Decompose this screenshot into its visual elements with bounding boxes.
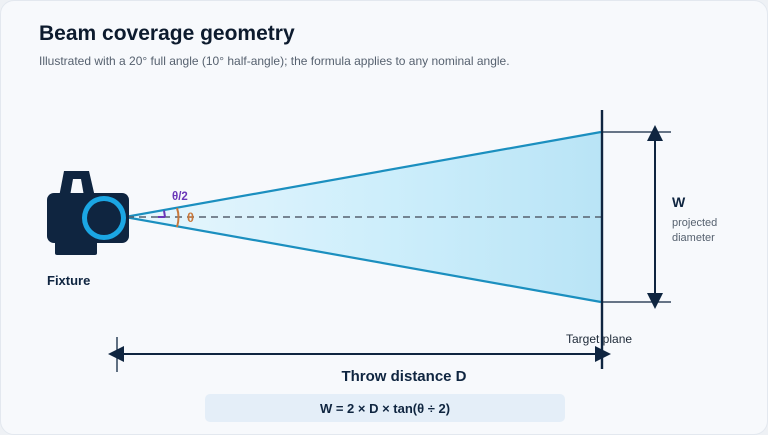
throw-distance-label: Throw distance D bbox=[341, 368, 466, 385]
throw-arrow-left-icon bbox=[108, 346, 124, 362]
full-angle-arc bbox=[176, 207, 180, 228]
formula-text: W = 2 × D × tan(θ ÷ 2) bbox=[320, 401, 450, 416]
width-arrow-down-icon bbox=[647, 293, 663, 309]
half-angle-label: θ/2 bbox=[172, 191, 188, 203]
target-plane-label: Target plane bbox=[566, 332, 632, 346]
projected-label: projected bbox=[672, 217, 717, 229]
diameter-label: diameter bbox=[672, 232, 715, 244]
width-arrow-up-icon bbox=[647, 125, 663, 141]
half-angle-arc bbox=[163, 210, 166, 218]
page-title: Beam coverage geometry bbox=[39, 22, 295, 45]
width-label: W bbox=[672, 194, 686, 210]
throw-arrow-right-icon bbox=[595, 346, 611, 362]
beam-lower-edge bbox=[124, 215, 602, 304]
spotlight-fixture-icon bbox=[47, 171, 129, 255]
fixture-label: Fixture bbox=[47, 273, 90, 288]
beam-cone bbox=[125, 132, 601, 302]
beam-upper-edge bbox=[124, 130, 602, 219]
page-subtitle: Illustrated with a 20° full angle (10° h… bbox=[39, 54, 510, 68]
theta-label: θ bbox=[187, 210, 194, 225]
formula-box bbox=[205, 394, 565, 422]
